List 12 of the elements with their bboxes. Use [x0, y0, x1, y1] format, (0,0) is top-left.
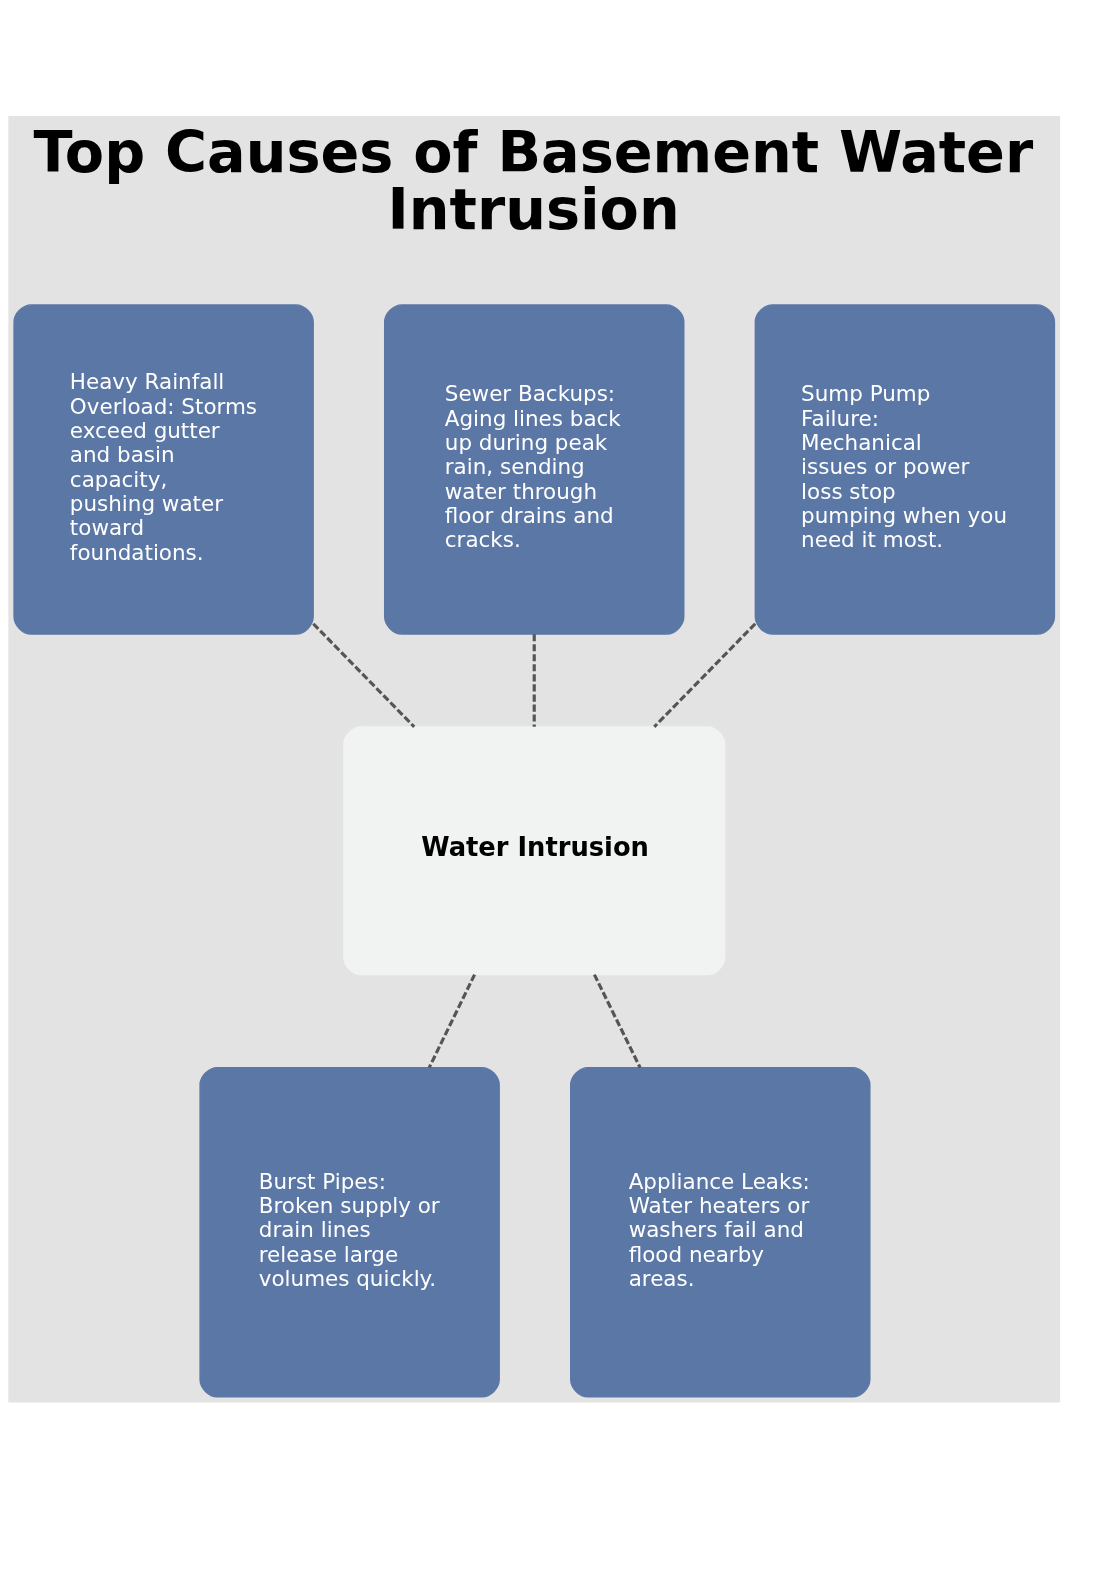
connector — [592, 973, 642, 1069]
node-box: Sewer Backups: Aging lines back up during peak rain, sending water through floor drains and cracks. — [384, 304, 685, 635]
node-box: Burst Pipes: Broken supply or drain lines release large volumes quickly. — [199, 1066, 500, 1398]
connector — [312, 622, 416, 728]
node-box: Heavy Rainfall Overload: Storms exceed gutter and basin capacity, pushing water toward foundations. — [13, 304, 314, 635]
connector — [532, 634, 536, 727]
connector — [427, 973, 476, 1069]
node-box: Water Intrusion — [343, 726, 726, 976]
node-box: Appliance Leaks: Water heaters or washers fail and flood nearby areas. — [570, 1066, 871, 1398]
connector — [653, 622, 757, 728]
diagram-title: Top Causes of Basement Water Intrusion — [33, 118, 1034, 243]
node-box: Sump Pump Failure: Mechanical issues or power loss stop pumping when you need it most. — [754, 304, 1056, 635]
